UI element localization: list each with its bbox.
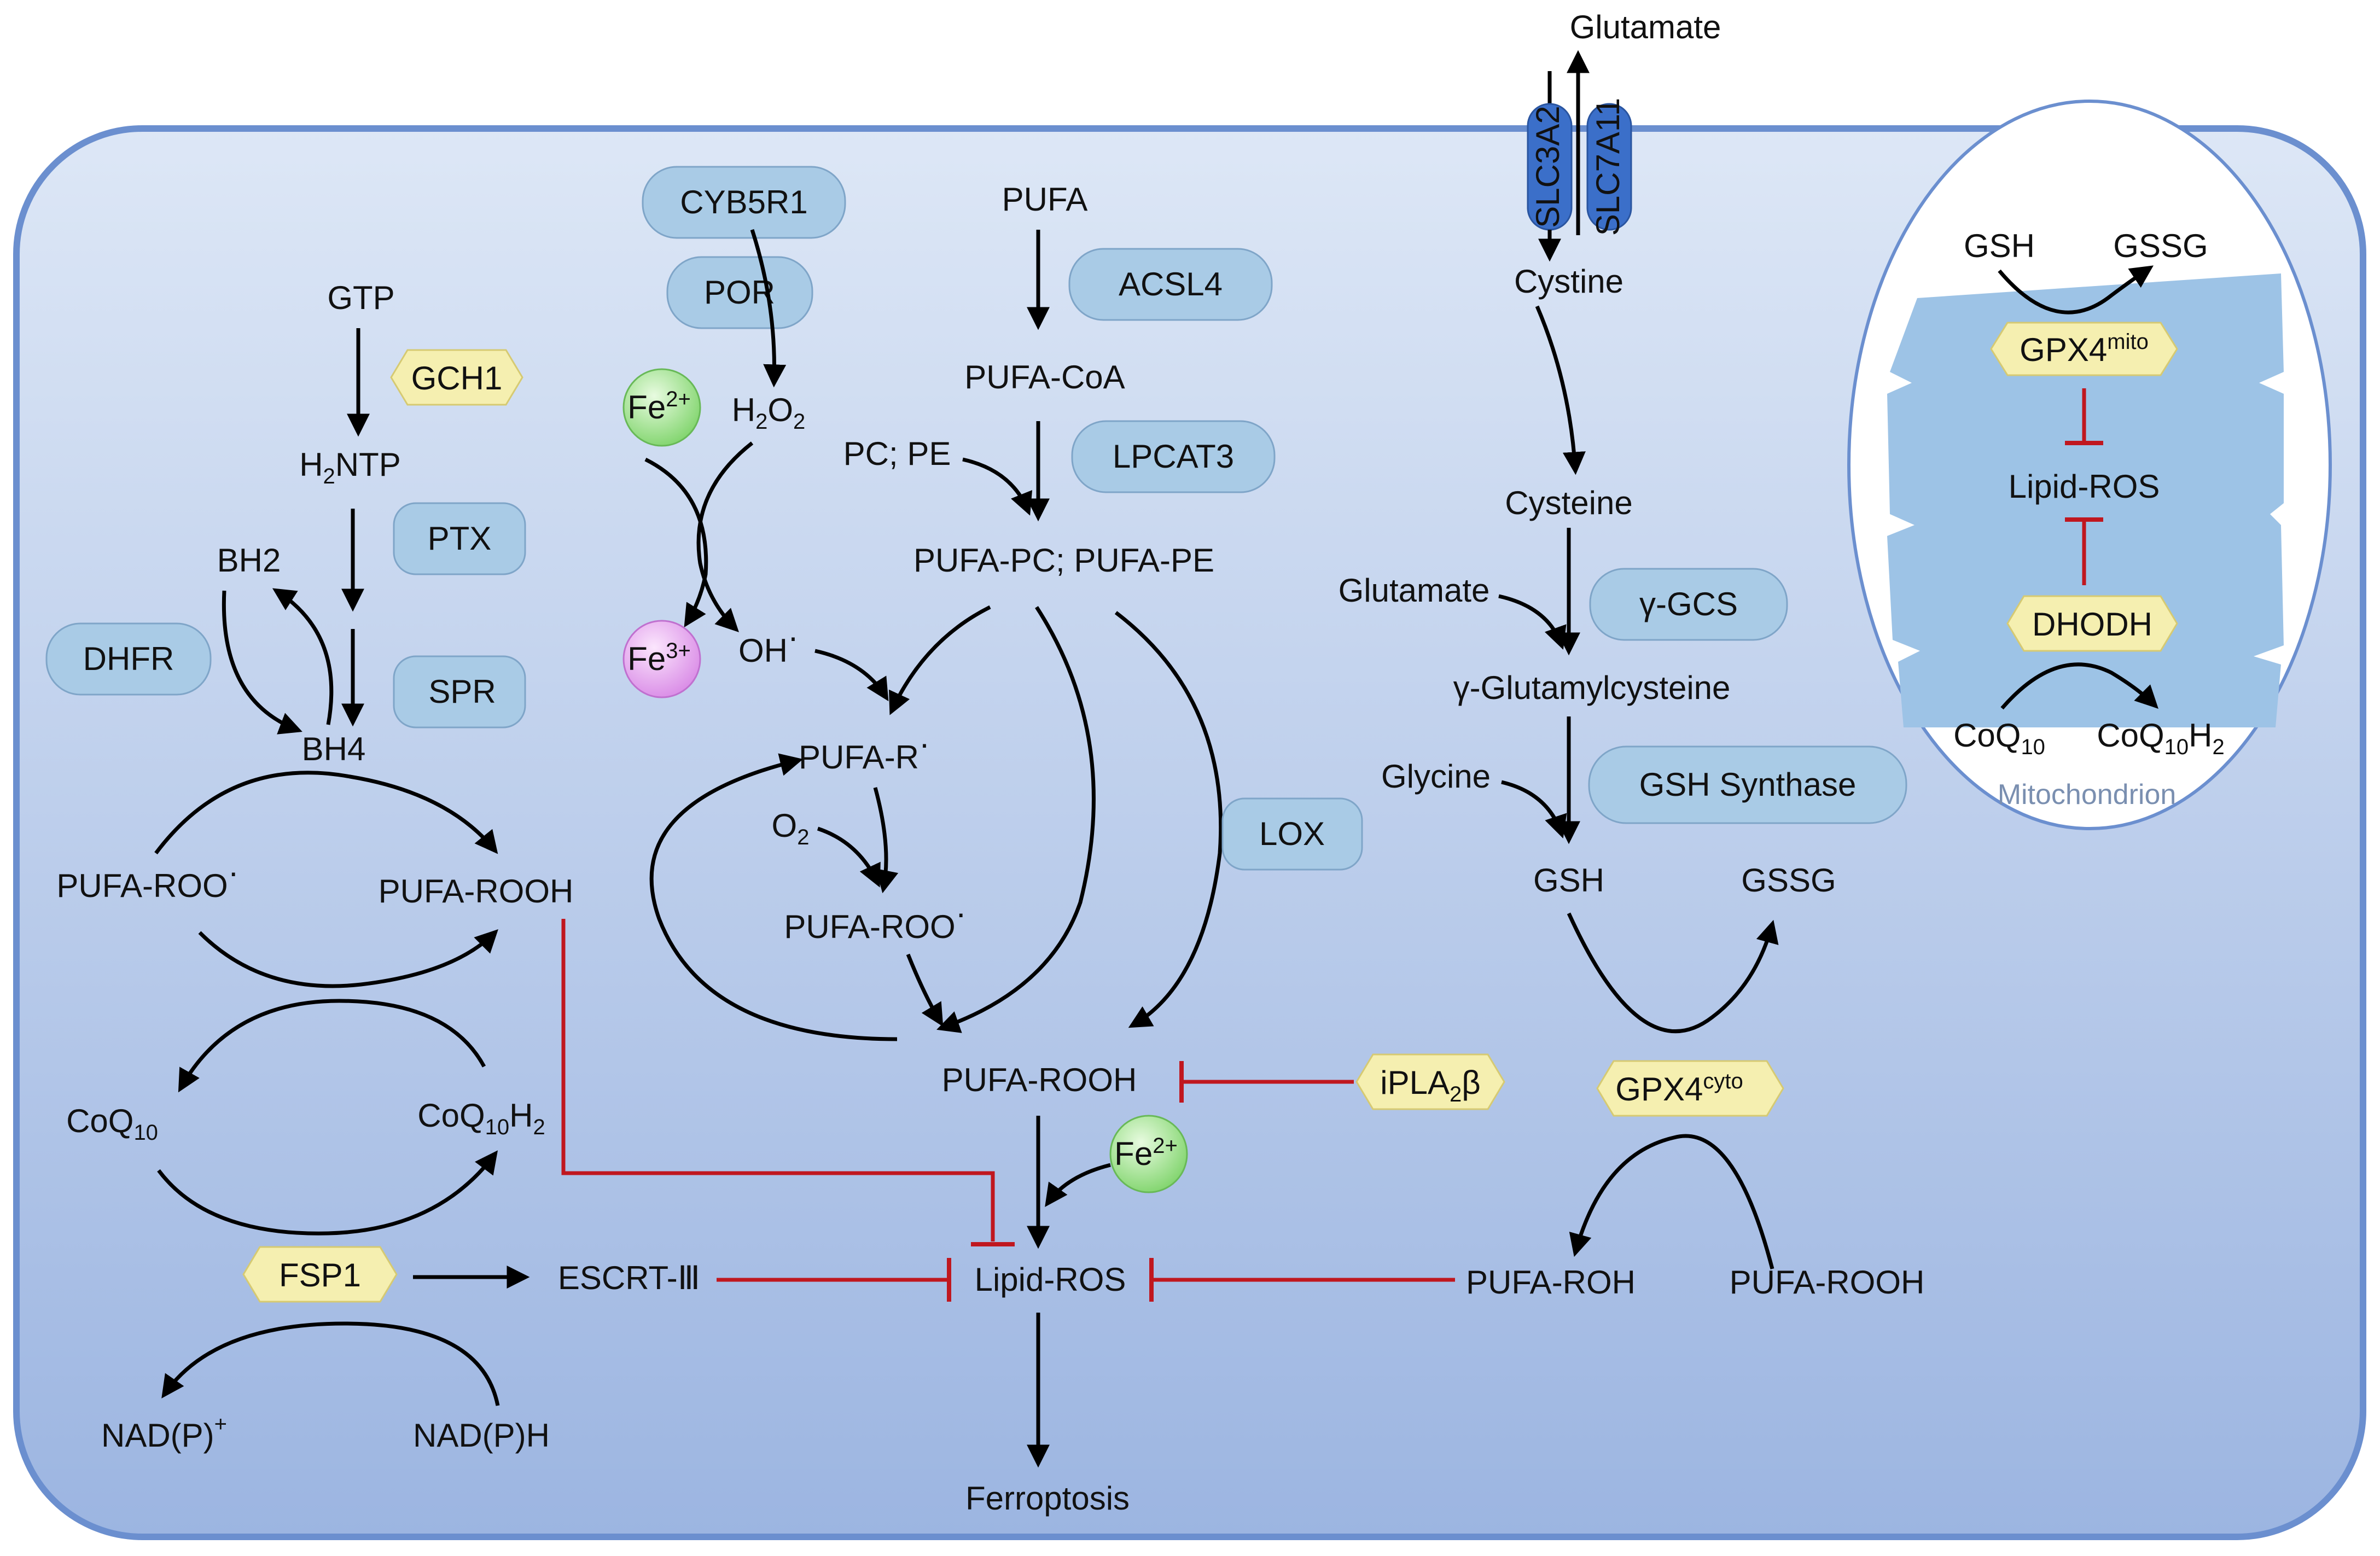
fe2-ion-bottom: [1109, 1115, 1188, 1193]
slc7a11-transporter: [1586, 103, 1632, 231]
cyb5r1-enzyme: [642, 166, 846, 239]
fe2-bottom-text: Fe2+: [1114, 1134, 1178, 1172]
lox-enzyme: [1221, 797, 1363, 871]
mitochondrion-label: Mitochondrion: [1998, 779, 2177, 811]
cysteine-label: Cysteine: [1505, 485, 1632, 521]
por-label: POR: [704, 274, 775, 311]
dhfr-enzyme: [45, 622, 212, 696]
coq10h2-left-text: CoQ10H2: [417, 1097, 545, 1139]
lpcat3-enzyme: [1071, 420, 1276, 493]
pufa-roo-mid-text: PUFA-ROO·: [784, 895, 966, 945]
gpx4-cyto-text: GPX4cyto: [1615, 1069, 1743, 1108]
mito-gssg-label: GSSG: [2113, 228, 2208, 264]
gamma-gcs-label: γ-GCS: [1639, 586, 1738, 622]
pufa-roo-left-text: PUFA-ROO·: [56, 854, 238, 904]
gamma-gcs-enzyme: [1589, 568, 1788, 641]
gsh-synthase-enzyme: [1588, 745, 1907, 824]
ipla2b-text: iPLA2β: [1380, 1064, 1481, 1106]
mitochondrion-cristae: [1887, 273, 2284, 727]
ptx-enzyme: [393, 502, 526, 575]
mitochondrion: GSH GSSG GPX4mito Lipid-ROS DHODH CoQ10 …: [1847, 100, 2332, 830]
dhodh-regulator: [2006, 595, 2178, 652]
o2-text: O2: [772, 807, 810, 849]
mito-coq10-text: CoQ10: [1953, 717, 2045, 759]
fsp1-label: FSP1: [279, 1257, 361, 1293]
slc7a11-label: SLC7A11: [1590, 98, 1626, 236]
acsl4-label: ACSL4: [1119, 266, 1223, 302]
spr-enzyme: [393, 655, 526, 729]
slc3a2-label: SLC3A2: [1529, 106, 1566, 228]
bh2-label: BH2: [217, 542, 281, 579]
gpx4-mito-regulator: [1990, 322, 2178, 376]
pufa-roh-right: PUFA-ROH: [1466, 1264, 1636, 1301]
lipid-ros-label: Lipid-ROS: [975, 1261, 1126, 1298]
pufa-label: PUFA: [1002, 181, 1088, 218]
gpx4-cyto-regulator: [1596, 1060, 1784, 1117]
acsl4-enzyme: [1068, 248, 1273, 321]
ptx-label: PTX: [428, 520, 492, 557]
cell-membrane: [13, 125, 2366, 1540]
fe3-text: Fe3+: [627, 639, 691, 677]
fe2-ion-top: [622, 368, 701, 447]
gch1-label: GCH1: [411, 360, 503, 397]
coq10-left-text: CoQ10: [66, 1103, 158, 1145]
bh4-label: BH4: [302, 731, 366, 767]
h2o2-text: H2O2: [732, 392, 806, 434]
transporter-system-xc: SLC3A2 SLC7A11: [1527, 50, 1632, 262]
ferroptosis-label: Ferroptosis: [965, 1480, 1130, 1517]
gsh-synthase-label: GSH Synthase: [1639, 766, 1857, 803]
pc-pe-label: PC; PE: [843, 435, 951, 472]
gamma-glutamylcysteine-label: γ-Glutamylcysteine: [1453, 669, 1731, 706]
pufa-rooh-mid: PUFA-ROOH: [942, 1062, 1137, 1098]
glutamate-extracellular: Glutamate: [1570, 9, 1721, 45]
mito-coq10h2-text: CoQ10H2: [2097, 717, 2224, 759]
fe2-top-text: Fe2+: [627, 387, 691, 426]
gch1-regulator: [390, 349, 523, 406]
ipla2b-regulator: [1355, 1053, 1505, 1110]
h2ntp-text: H2NTP: [299, 446, 401, 488]
cyb5r1-label: CYB5R1: [680, 184, 807, 220]
lox-label: LOX: [1259, 815, 1325, 852]
cystine-label: Cystine: [1514, 263, 1623, 300]
pufa-rooh-right: PUFA-ROOH: [1730, 1264, 1925, 1301]
nadph-label: NAD(P)H: [413, 1417, 550, 1454]
glycine-label: Glycine: [1381, 758, 1491, 795]
gpx4-mito-text: GPX4mito: [2020, 330, 2149, 368]
mito-gsh-label: GSH: [1964, 228, 2035, 264]
dhodh-label: DHODH: [2032, 606, 2152, 643]
mito-lipid-ros-label: Lipid-ROS: [2009, 468, 2160, 505]
pufa-pc-pe-label: PUFA-PC; PUFA-PE: [913, 542, 1214, 579]
nadp-plus-text: NAD(P)+: [101, 1412, 227, 1454]
gsh-label: GSH: [1533, 862, 1604, 899]
spr-label: SPR: [428, 673, 496, 710]
pufa-coa-label: PUFA-CoA: [964, 359, 1125, 395]
pufa-r-radical-text: PUFA-R·: [799, 725, 930, 776]
oh-radical-text: OH·: [738, 619, 799, 669]
lpcat3-label: LPCAT3: [1113, 438, 1234, 475]
escrt-iii-label: ESCRT-Ⅲ: [558, 1260, 700, 1296]
glutamate-intracellular: Glutamate: [1339, 572, 1490, 609]
pufa-rooh-left: PUFA-ROOH: [379, 873, 574, 910]
dhfr-label: DHFR: [83, 640, 174, 677]
por-enzyme: [666, 256, 813, 329]
gtp-label: GTP: [327, 279, 394, 316]
fsp1-regulator: [242, 1246, 398, 1303]
gssg-label: GSSG: [1741, 862, 1836, 899]
fe3-ion: [622, 620, 701, 698]
